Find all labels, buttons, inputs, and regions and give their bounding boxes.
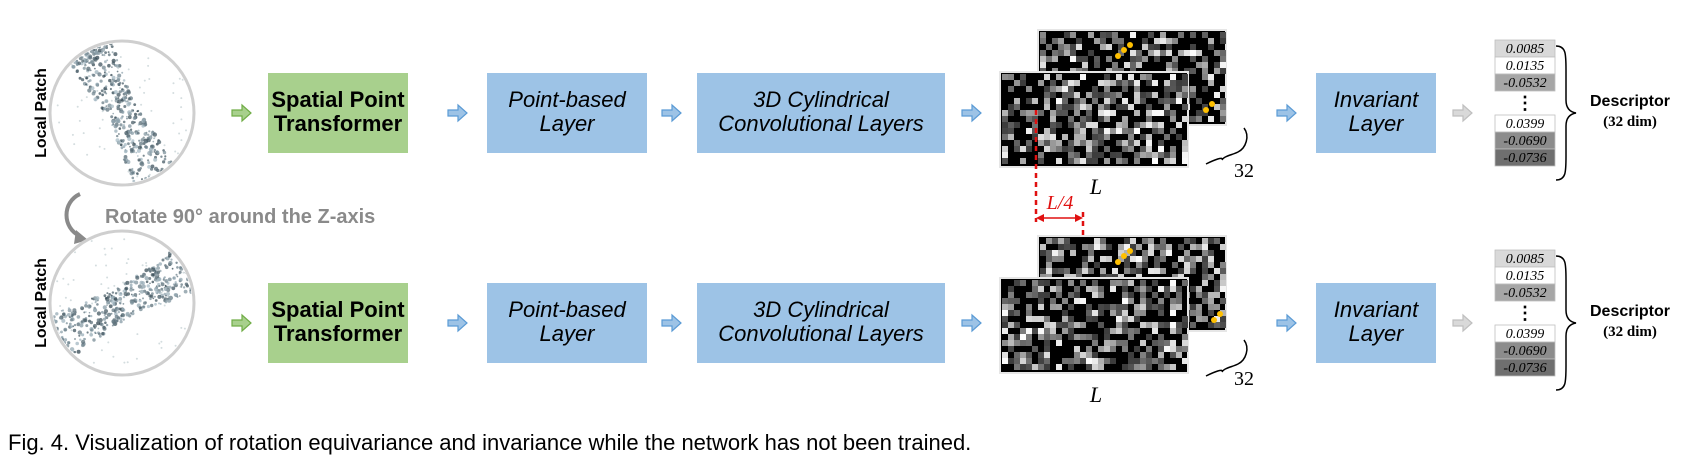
descriptor-vector: 0.0085 0.0135 -0.0532 0.0399 -0.0690 -0.0736 ⋮	[1494, 249, 1556, 377]
descriptor-value: 0.0085	[1506, 42, 1545, 57]
right-arrow-icon	[1452, 313, 1473, 333]
ccl-line-1: 3D Cylindrical	[753, 87, 890, 112]
descriptor-dim: (32 dim)	[1603, 324, 1657, 340]
descriptor-value: 0.0135	[1506, 59, 1545, 74]
curly-brace-icon	[1205, 339, 1248, 377]
local-patch-image	[48, 39, 196, 187]
right-arrow-icon	[961, 103, 982, 123]
inv-line-2: Layer	[1348, 321, 1405, 346]
curly-brace-icon	[1555, 45, 1577, 181]
width-label: L	[1089, 174, 1102, 199]
local-patch-label: Local Patch	[33, 258, 50, 348]
descriptor-cell	[1494, 283, 1556, 302]
invariant-layer-box: Invariant Layer	[1316, 73, 1436, 153]
descriptor-value: 0.0135	[1506, 269, 1545, 284]
inv-line-1: Invariant	[1334, 87, 1419, 112]
cylindrical-conv-layers-box: 3D Cylindrical Convolutional Layers	[697, 283, 945, 363]
descriptor-value: -0.0736	[1503, 361, 1546, 376]
figure-caption: Fig. 4. Visualization of rotation equiva…	[8, 430, 971, 455]
right-arrow-icon	[447, 103, 468, 123]
right-arrow-icon	[1276, 313, 1297, 333]
spatial-point-transformer-box: Spatial Point Transformer	[268, 73, 408, 153]
descriptor-cell	[1494, 148, 1556, 167]
descriptor-value: -0.0690	[1503, 134, 1546, 149]
width-label: L	[1089, 382, 1102, 407]
descriptor-vector: 0.0085 0.0135 -0.0532 0.0399 -0.0690 -0.0736 ⋮	[1494, 39, 1556, 167]
descriptor-value: -0.0690	[1503, 344, 1546, 359]
depth-label: 32	[1234, 368, 1254, 390]
ellipsis-icon: ⋮	[1516, 303, 1534, 323]
curly-brace-icon	[1555, 255, 1577, 391]
descriptor-cell	[1494, 358, 1556, 377]
descriptor-dim: (32 dim)	[1603, 114, 1657, 130]
right-arrow-icon	[231, 103, 252, 123]
pbl-line-2: Layer	[539, 111, 596, 136]
pbl-line-1: Point-based	[508, 87, 626, 112]
spt-line-2: Transformer	[274, 321, 403, 346]
spatial-point-transformer-box: Spatial Point Transformer	[268, 283, 408, 363]
pipeline-row-rotated: Local Patch Spatial Point Transformer Po…	[33, 229, 1670, 407]
spt-line-2: Transformer	[274, 111, 403, 136]
ellipsis-icon: ⋮	[1516, 93, 1534, 113]
curved-rotate-arrow-icon	[64, 192, 81, 238]
right-arrow-icon	[447, 313, 468, 333]
descriptor-value: 0.0399	[1506, 117, 1545, 132]
inv-line-1: Invariant	[1334, 297, 1419, 322]
pbl-line-2: Layer	[539, 321, 596, 346]
descriptor-title: Descriptor	[1590, 303, 1670, 320]
right-arrow-icon	[661, 313, 682, 333]
right-arrow-icon	[1452, 103, 1473, 123]
descriptor-cell	[1494, 73, 1556, 92]
depth-label: 32	[1234, 160, 1254, 182]
ccl-line-2: Convolutional Layers	[718, 111, 923, 136]
right-arrow-icon	[231, 313, 252, 333]
point-based-layer-box: Point-based Layer	[487, 283, 647, 363]
point-based-layer-box: Point-based Layer	[487, 73, 647, 153]
curly-brace-icon	[1205, 127, 1248, 165]
rotation-label: Rotate 90° around the Z-axis	[105, 206, 375, 228]
descriptor-value: -0.0736	[1503, 151, 1546, 166]
inv-line-2: Layer	[1348, 111, 1405, 136]
ccl-line-1: 3D Cylindrical	[753, 297, 890, 322]
highlight-dots	[1115, 248, 1223, 323]
right-arrow-icon	[961, 313, 982, 333]
feature-map-stack: 32 L	[999, 235, 1254, 407]
local-patch-label: Local Patch	[33, 68, 50, 158]
feature-map-stack: 32 L	[999, 29, 1254, 199]
descriptor-title: Descriptor	[1590, 93, 1670, 110]
pbl-line-1: Point-based	[508, 297, 626, 322]
spt-line-1: Spatial Point	[271, 297, 405, 322]
ccl-line-2: Convolutional Layers	[718, 321, 923, 346]
highlight-dots	[1115, 42, 1215, 113]
descriptor-value: -0.0532	[1503, 76, 1546, 91]
invariant-layer-box: Invariant Layer	[1316, 283, 1436, 363]
spt-line-1: Spatial Point	[271, 87, 405, 112]
right-arrow-icon	[1276, 103, 1297, 123]
descriptor-value: 0.0085	[1506, 252, 1545, 267]
right-arrow-icon	[661, 103, 682, 123]
descriptor-value: -0.0532	[1503, 286, 1546, 301]
cylindrical-conv-layers-box: 3D Cylindrical Convolutional Layers	[697, 73, 945, 153]
local-patch-image	[48, 229, 196, 377]
pipeline-row-original: Local Patch Spatial Point Transformer Po…	[33, 29, 1670, 199]
shift-label: L/4	[1046, 192, 1074, 214]
descriptor-value: 0.0399	[1506, 327, 1545, 342]
